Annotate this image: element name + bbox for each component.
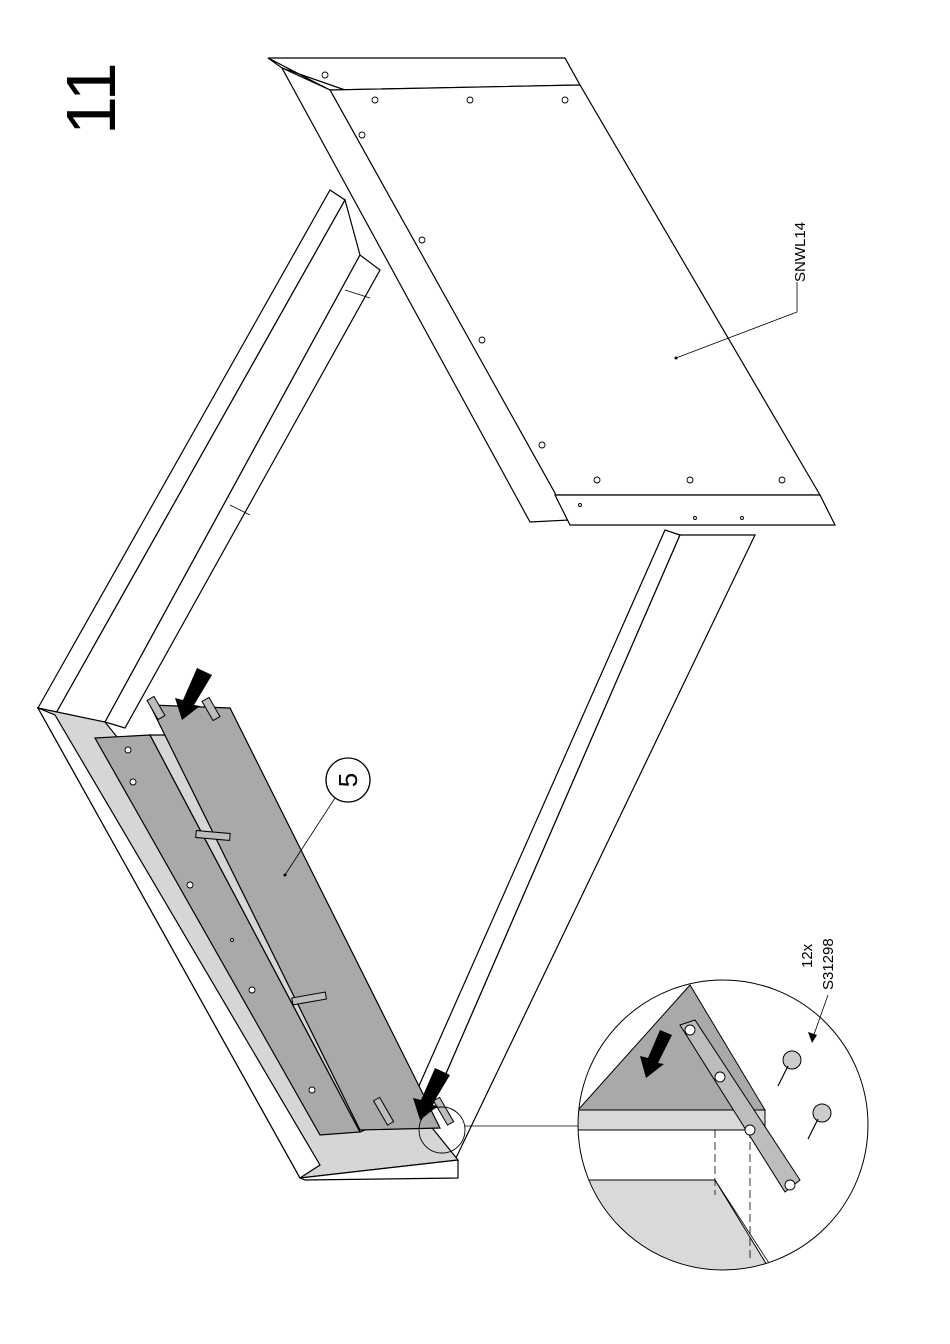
hardware-code: S31298 bbox=[820, 938, 837, 990]
panel-label: SNWL14 bbox=[792, 222, 809, 282]
hardware-quantity: 12x bbox=[799, 943, 816, 968]
part-number: 5 bbox=[333, 773, 363, 787]
step-number: 11 bbox=[52, 62, 130, 135]
